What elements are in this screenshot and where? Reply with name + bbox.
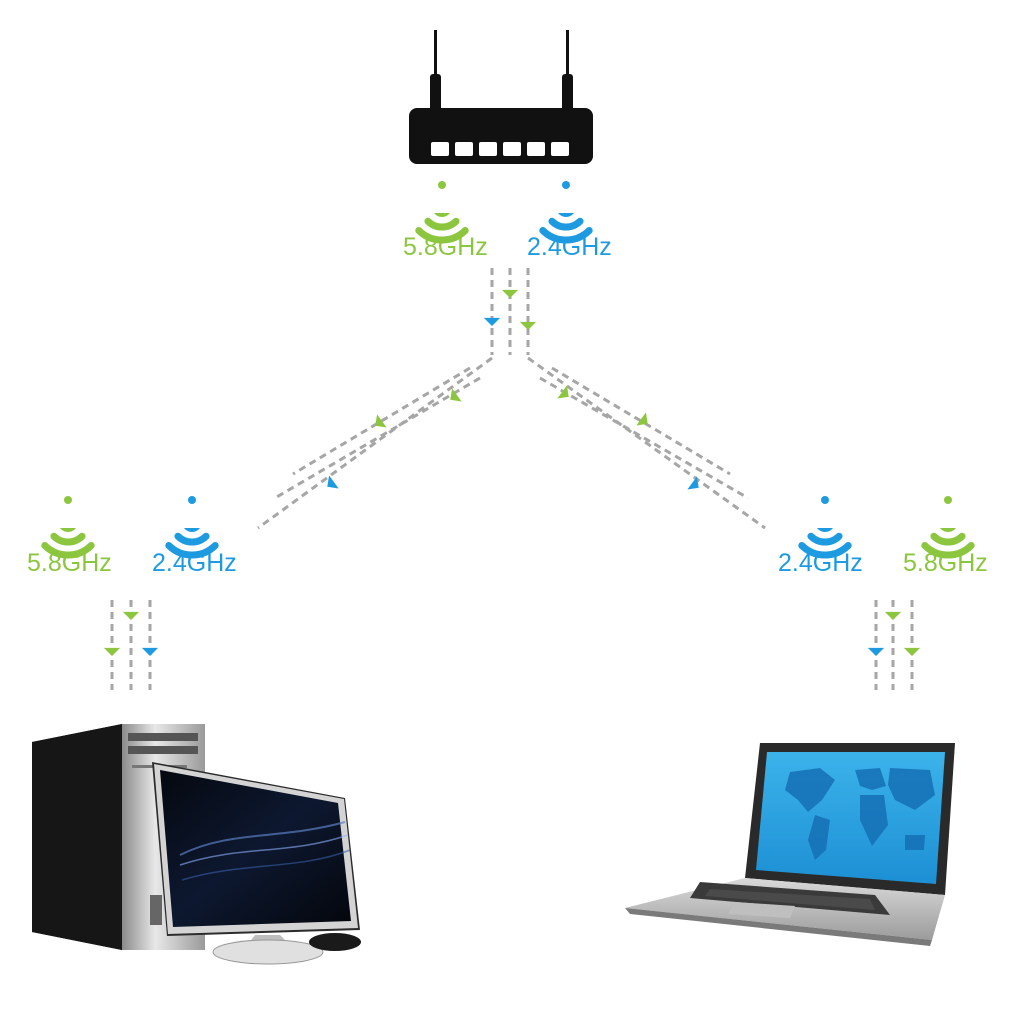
- wifi-top-dot: [944, 496, 952, 504]
- dashed-signal-line: [257, 356, 493, 530]
- arrow-head: [501, 289, 519, 298]
- wifi-top-dot: [188, 496, 196, 504]
- router-icon: [409, 30, 593, 164]
- arrow-head: [327, 475, 339, 489]
- wifi-signal-icon: [921, 496, 975, 559]
- arrow-head: [103, 647, 121, 656]
- wifi-arc: [930, 532, 966, 546]
- wifi-dot: [60, 528, 76, 532]
- wifi-top-dot: [438, 181, 446, 189]
- wifi-signal-icon: [798, 496, 852, 559]
- wifi-arc: [424, 217, 460, 231]
- dashed-signal-line: [551, 366, 731, 476]
- arrow-head: [557, 385, 569, 399]
- arrow-head: [375, 414, 387, 428]
- dashed-signal-line: [292, 366, 471, 476]
- arrow-head: [903, 647, 921, 656]
- wifi-arc: [50, 532, 86, 546]
- dashed-signal-line: [539, 376, 749, 500]
- desktop-band-5-8-label: 5.8GHz: [27, 549, 112, 577]
- wifi-arc: [41, 541, 95, 559]
- wifi-dot: [940, 528, 956, 532]
- dashed-signal-line: [274, 376, 481, 500]
- wifi-arc: [174, 532, 210, 546]
- wifi-arc: [165, 541, 219, 559]
- wifi-signal-icon: [415, 181, 469, 244]
- wifi-top-dot: [64, 496, 72, 504]
- router-band-2-4-label: 2.4GHz: [527, 233, 612, 261]
- wifi-arc: [798, 541, 852, 559]
- laptop-band-2-4-label: 2.4GHz: [778, 549, 863, 577]
- wifi-top-dot: [821, 496, 829, 504]
- desktop-computer-icon: [32, 724, 361, 965]
- wifi-dot: [434, 213, 450, 217]
- arrow-head: [122, 611, 140, 620]
- wifi-dot: [817, 528, 833, 532]
- laptop-icon: [625, 743, 955, 946]
- wifi-arc: [548, 217, 584, 231]
- arrow-head: [141, 647, 159, 656]
- wifi-signal-icon: [41, 496, 95, 559]
- wifi-arc: [921, 541, 975, 559]
- arrow-head: [884, 611, 902, 620]
- router-band-5-8-label: 5.8GHz: [403, 233, 488, 261]
- wifi-dot: [558, 213, 574, 218]
- arrow-head: [483, 317, 501, 326]
- arrow-head: [687, 476, 699, 490]
- laptop-band-5-8-label: 5.8GHz: [903, 549, 988, 577]
- wifi-top-dot: [562, 181, 570, 189]
- arrow-head: [450, 388, 462, 402]
- desktop-band-2-4-label: 2.4GHz: [152, 549, 237, 577]
- arrow-head: [636, 412, 648, 426]
- wifi-signal-icon: [165, 496, 219, 559]
- wifi-dot: [184, 528, 200, 532]
- wifi-signal-icon: [539, 181, 593, 244]
- signal-arrows: [103, 289, 921, 656]
- signal-paths: [110, 268, 914, 690]
- wifi-arc: [807, 532, 843, 546]
- arrow-head: [519, 321, 537, 330]
- wifi-arc: [539, 226, 593, 244]
- dashed-signal-line: [527, 356, 766, 530]
- arrow-head: [867, 647, 885, 656]
- wifi-icons: [41, 181, 975, 559]
- wifi-arc: [415, 226, 469, 244]
